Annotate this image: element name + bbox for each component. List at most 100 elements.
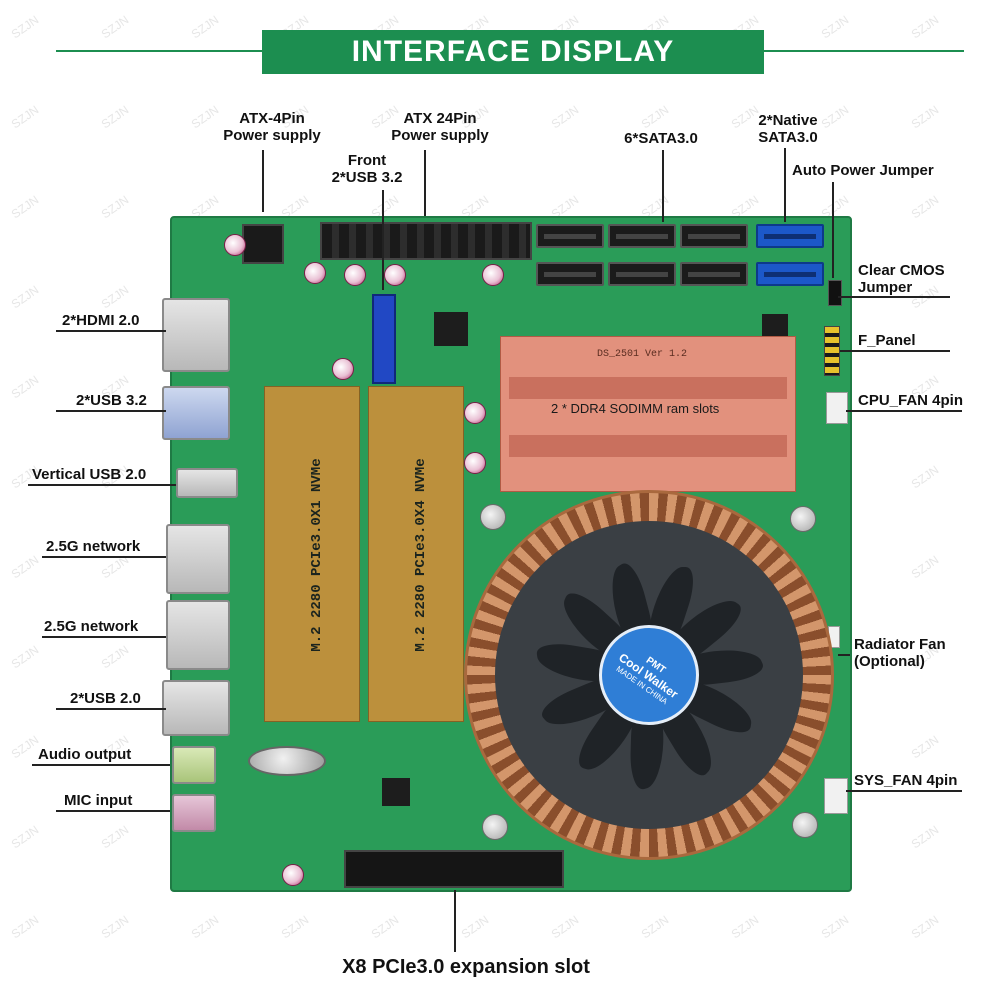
- watermark-text: SZJN: [98, 282, 132, 312]
- leader-hdmi: [56, 330, 166, 332]
- watermark-text: SZJN: [818, 912, 852, 942]
- label-f-panel: F_Panel: [858, 332, 916, 349]
- screw: [790, 506, 816, 532]
- m2-slot-2-label: M.2 2280 PCIe3.0X4 NVMe: [413, 458, 429, 652]
- leader-vertical-usb: [28, 484, 176, 486]
- label-usb-3-2: 2*USB 3.2: [76, 392, 147, 409]
- screw: [792, 812, 818, 838]
- label-radiator-fan: Radiator Fan(Optional): [854, 636, 946, 670]
- label-hdmi: 2*HDMI 2.0: [62, 312, 140, 329]
- capacitor: [344, 264, 366, 286]
- watermark-text: SZJN: [548, 912, 582, 942]
- leader-cpu-fan: [846, 410, 962, 412]
- watermark-text: SZJN: [8, 912, 42, 942]
- ram-slot: [509, 377, 787, 399]
- watermark-text: SZJN: [188, 12, 222, 42]
- watermark-text: SZJN: [98, 12, 132, 42]
- label-sys-fan: SYS_FAN 4pin: [854, 772, 958, 789]
- watermark-text: SZJN: [908, 912, 942, 942]
- capacitor: [282, 864, 304, 886]
- front-usb-header: [372, 294, 396, 384]
- chip: [434, 312, 468, 346]
- label-auto-power: Auto Power Jumper: [792, 162, 934, 179]
- usb-3-2-port: [162, 386, 230, 440]
- ram-silkscreen: DS_2501 Ver 1.2: [597, 349, 688, 360]
- mic-jack: [172, 794, 216, 832]
- leader-mic: [56, 810, 170, 812]
- leader-sata: [662, 150, 664, 222]
- sata-port: [536, 262, 604, 286]
- watermark-text: SZJN: [368, 912, 402, 942]
- atx-24pin-connector: [320, 222, 532, 260]
- m2-slot-1: M.2 2280 PCIe3.0X1 NVMe: [264, 386, 360, 722]
- capacitor: [464, 452, 486, 474]
- watermark-text: SZJN: [458, 912, 492, 942]
- watermark-text: SZJN: [98, 192, 132, 222]
- capacitor: [332, 358, 354, 380]
- watermark-text: SZJN: [908, 192, 942, 222]
- usb-2-0-port: [162, 680, 230, 736]
- leader-radiator-fan: [838, 654, 850, 656]
- native-sata-port: [756, 262, 824, 286]
- leader-native-sata: [784, 148, 786, 222]
- watermark-text: SZJN: [8, 12, 42, 42]
- hdmi-port: [162, 298, 230, 372]
- watermark-text: SZJN: [98, 642, 132, 672]
- motherboard-image: M.2 2280 PCIe3.0X1 NVMe M.2 2280 PCIe3.0…: [162, 216, 852, 892]
- watermark-text: SZJN: [908, 462, 942, 492]
- leader-atx-24pin: [424, 150, 426, 216]
- watermark-text: SZJN: [638, 912, 672, 942]
- label-sata: 6*SATA3.0: [624, 130, 698, 147]
- title-banner: INTERFACE DISPLAY: [262, 30, 764, 74]
- watermark-text: SZJN: [8, 822, 42, 852]
- watermark-text: SZJN: [98, 912, 132, 942]
- label-cpu-fan: CPU_FAN 4pin: [858, 392, 964, 409]
- watermark-text: SZJN: [98, 102, 132, 132]
- leader-net-1: [42, 556, 166, 558]
- capacitor: [482, 264, 504, 286]
- clear-cmos-jumper: [828, 280, 842, 306]
- leader-audio: [32, 764, 170, 766]
- chip: [762, 314, 788, 338]
- screw: [480, 504, 506, 530]
- watermark-text: SZJN: [8, 552, 42, 582]
- leader-front-usb: [382, 190, 384, 290]
- capacitor: [384, 264, 406, 286]
- watermark-text: SZJN: [638, 102, 672, 132]
- label-usb-2-0: 2*USB 2.0: [70, 690, 141, 707]
- watermark-text: SZJN: [8, 102, 42, 132]
- leader-atx-4pin: [262, 150, 264, 212]
- watermark-text: SZJN: [908, 552, 942, 582]
- title-rule-left: [56, 50, 262, 52]
- m2-slot-1-label: M.2 2280 PCIe3.0X1 NVMe: [309, 458, 325, 652]
- m2-slot-2: M.2 2280 PCIe3.0X4 NVMe: [368, 386, 464, 722]
- cpu-cooler: PMT Cool Walker MADE IN CHINA: [464, 490, 834, 860]
- native-sata-port: [756, 224, 824, 248]
- sata-port: [536, 224, 604, 248]
- label-vertical-usb: Vertical USB 2.0: [32, 466, 147, 483]
- watermark-text: SZJN: [278, 912, 312, 942]
- sata-port: [608, 224, 676, 248]
- sata-port: [608, 262, 676, 286]
- rj45-port: [166, 600, 230, 670]
- watermark-text: SZJN: [908, 822, 942, 852]
- ram-label: 2 * DDR4 SODIMM ram slots: [551, 401, 720, 416]
- watermark-text: SZJN: [908, 102, 942, 132]
- capacitor: [304, 262, 326, 284]
- watermark-text: SZJN: [908, 12, 942, 42]
- label-net-2: 2.5G network: [44, 618, 139, 635]
- rj45-port: [166, 524, 230, 594]
- watermark-text: SZJN: [8, 372, 42, 402]
- leader-sys-fan: [846, 790, 962, 792]
- label-net-1: 2.5G network: [46, 538, 141, 555]
- sys-fan-header: [824, 778, 848, 814]
- leader-usb-2-0: [56, 708, 166, 710]
- capacitor: [464, 402, 486, 424]
- watermark-text: SZJN: [188, 912, 222, 942]
- sata-port: [680, 262, 748, 286]
- leader-f-panel: [840, 350, 950, 352]
